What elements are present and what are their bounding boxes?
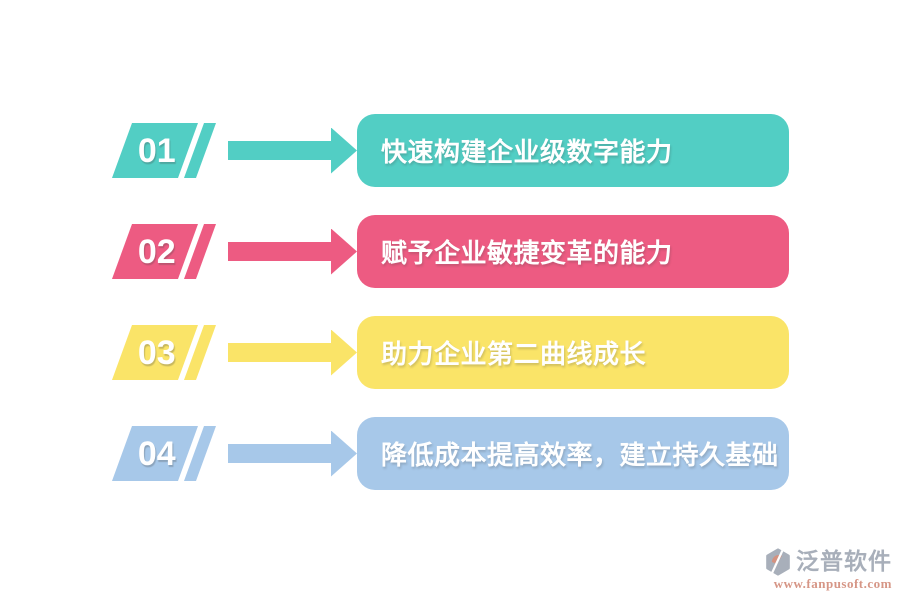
watermark: 泛普软件 www.fanpusoft.com	[764, 548, 892, 592]
step-2-number: 02	[138, 232, 176, 271]
watermark-brand-text: 泛普软件	[796, 548, 892, 575]
arrow-head	[331, 127, 357, 174]
step-4-badge-wrap: 04	[111, 417, 217, 490]
fanpu-logo-icon	[766, 548, 790, 576]
step-3-label-bar: 助力企业第二曲线成长	[357, 316, 789, 389]
step-3-number-badge: 03	[111, 325, 217, 380]
step-row-3: 03 助力企业第二曲线成长	[111, 316, 789, 389]
arrow-right-icon	[228, 430, 357, 477]
step-1-label-bar: 快速构建企业级数字能力	[357, 114, 789, 187]
arrow-right-icon	[228, 228, 357, 275]
step-row-4: 04 降低成本提高效率，建立持久基础	[111, 417, 789, 490]
step-4-label: 降低成本提高效率，建立持久基础	[381, 440, 779, 470]
arrow-right-icon	[228, 127, 357, 174]
arrow-shaft	[228, 444, 332, 463]
badge-slash	[177, 325, 205, 380]
step-2-label-bar: 赋予企业敏捷变革的能力	[357, 215, 789, 288]
badge-slash	[177, 426, 205, 481]
watermark-brand-row: 泛普软件	[764, 548, 892, 576]
step-2-label: 赋予企业敏捷变革的能力	[381, 238, 673, 268]
step-4-number-badge: 04	[111, 426, 217, 481]
step-3-number: 03	[138, 333, 176, 372]
step-1-badge-wrap: 01	[111, 114, 217, 187]
step-3-label: 助力企业第二曲线成长	[381, 339, 647, 369]
badge-slash	[177, 123, 205, 178]
badge-slash	[177, 224, 205, 279]
step-1-label: 快速构建企业级数字能力	[381, 137, 673, 167]
step-row-2: 02 赋予企业敏捷变革的能力	[111, 215, 789, 288]
arrow-head	[331, 329, 357, 376]
watermark-url: www.fanpusoft.com	[773, 576, 892, 591]
step-1-number: 01	[138, 131, 176, 170]
arrow-shaft	[228, 141, 332, 160]
step-row-1: 01 快速构建企业级数字能力	[111, 114, 789, 187]
step-4-label-bar: 降低成本提高效率，建立持久基础	[357, 417, 789, 490]
arrow-shaft	[228, 242, 332, 261]
arrow-shaft	[228, 343, 332, 362]
arrow-head	[331, 430, 357, 477]
step-2-badge-wrap: 02	[111, 215, 217, 288]
step-2-number-badge: 02	[111, 224, 217, 279]
step-4-number: 04	[138, 434, 176, 473]
arrow-head	[331, 228, 357, 275]
step-1-number-badge: 01	[111, 123, 217, 178]
step-3-badge-wrap: 03	[111, 316, 217, 389]
arrow-right-icon	[228, 329, 357, 376]
